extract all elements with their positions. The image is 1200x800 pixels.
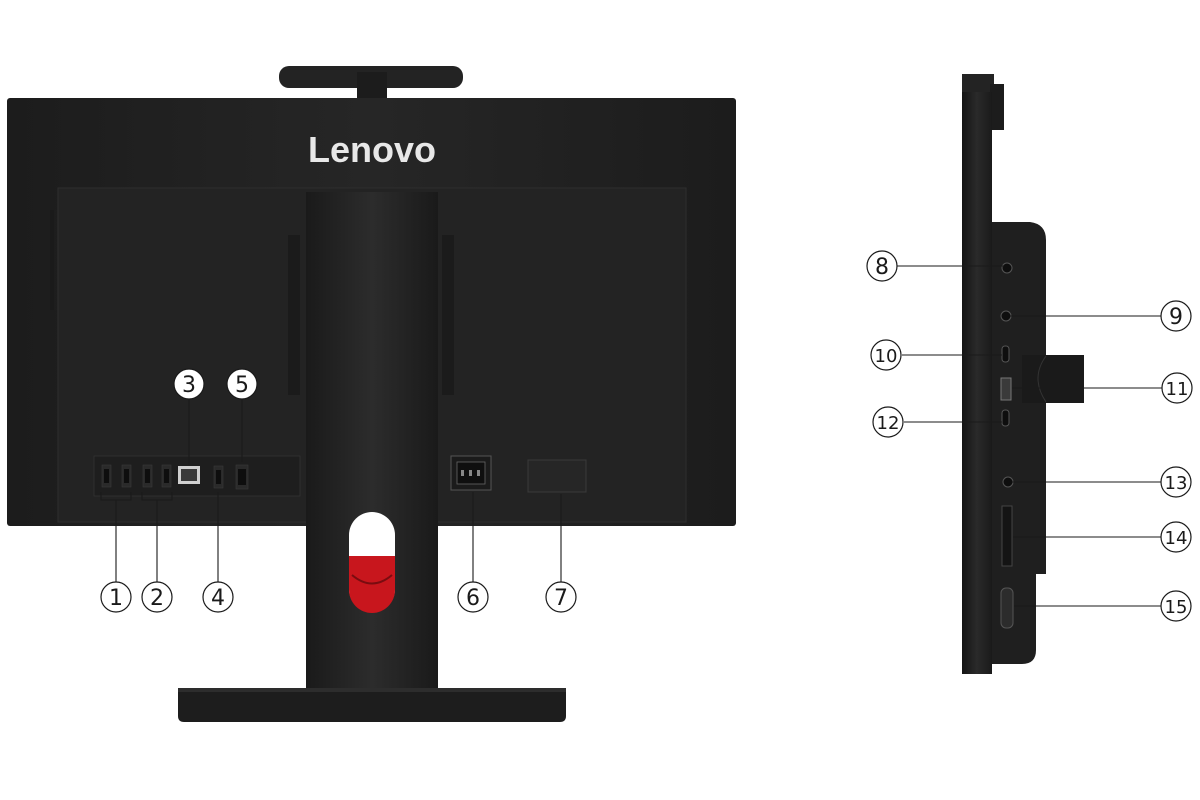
callout-1: 1 xyxy=(100,581,132,613)
audio-jack-8 xyxy=(1001,262,1013,274)
stand-neck xyxy=(306,192,438,692)
optical-drive-15 xyxy=(1000,587,1014,629)
side-stand-arm xyxy=(1022,355,1084,403)
hdmi-port xyxy=(213,465,224,489)
callout-3: 3 xyxy=(173,368,205,400)
side-body xyxy=(992,222,1046,664)
brand-logo: Lenovo xyxy=(308,129,436,170)
svg-text:11: 11 xyxy=(1166,379,1189,400)
callout-2: 2 xyxy=(141,581,173,613)
callout-15: 15 xyxy=(1160,590,1192,622)
audio-jack-9 xyxy=(1000,310,1012,322)
usb-c-port-10 xyxy=(1001,345,1010,363)
rear-view: Lenovo xyxy=(7,66,736,722)
vesa-slot-right xyxy=(442,235,454,395)
svg-text:9: 9 xyxy=(1169,305,1183,330)
usb-c-port-12 xyxy=(1001,409,1010,427)
svg-text:15: 15 xyxy=(1165,597,1188,618)
side-panel xyxy=(962,92,992,674)
usb-a-port-11 xyxy=(1000,377,1012,401)
side-view xyxy=(962,74,1084,674)
callout-4: 4 xyxy=(202,581,234,613)
callout-leaders xyxy=(100,265,1162,607)
svg-text:3: 3 xyxy=(182,373,196,398)
svg-text:10: 10 xyxy=(875,346,898,367)
vesa-slot-left xyxy=(288,235,300,395)
svg-text:7: 7 xyxy=(554,586,568,611)
svg-text:4: 4 xyxy=(211,586,225,611)
callout-9: 9 xyxy=(1160,300,1192,332)
callout-5: 5 xyxy=(226,368,258,400)
svg-text:1: 1 xyxy=(109,586,123,611)
ethernet-port xyxy=(178,466,200,484)
callout-6: 6 xyxy=(457,581,489,613)
svg-text:13: 13 xyxy=(1165,473,1188,494)
svg-text:12: 12 xyxy=(877,413,900,434)
callouts: 1 2 3 4 5 6 7 8 xyxy=(100,250,1193,622)
callout-8: 8 xyxy=(866,250,898,282)
svg-text:6: 6 xyxy=(466,586,480,611)
displayport-port xyxy=(235,464,249,490)
usb-ports-group-2 xyxy=(142,464,172,488)
svg-text:2: 2 xyxy=(150,586,164,611)
stand-base xyxy=(178,690,566,722)
audio-jack-13 xyxy=(1002,476,1014,488)
label-area xyxy=(527,459,587,493)
svg-text:8: 8 xyxy=(875,255,889,280)
callout-13: 13 xyxy=(1160,466,1192,498)
callout-12: 12 xyxy=(872,406,904,438)
svg-text:5: 5 xyxy=(235,373,249,398)
svg-text:14: 14 xyxy=(1165,528,1188,549)
callout-7: 7 xyxy=(545,581,577,613)
callout-10: 10 xyxy=(870,339,902,371)
usb-ports-group-1 xyxy=(101,464,132,488)
side-webcam xyxy=(962,74,994,96)
callout-14: 14 xyxy=(1160,521,1192,553)
side-vent xyxy=(50,210,54,310)
callout-11: 11 xyxy=(1161,372,1193,404)
card-slot-14 xyxy=(1001,505,1013,567)
power-connector xyxy=(450,455,492,491)
cable-management-hole xyxy=(349,512,395,613)
